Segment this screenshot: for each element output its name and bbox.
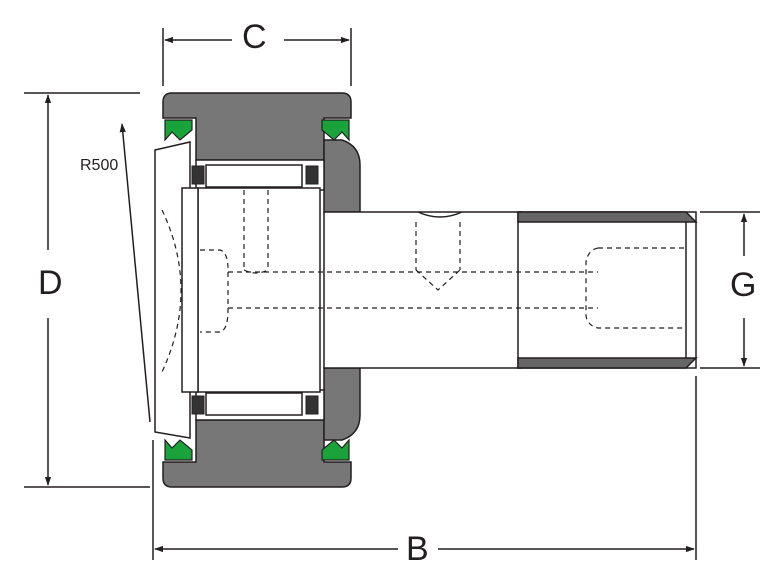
dimension-g-label: G (726, 268, 761, 302)
head-washer (154, 141, 199, 439)
hidden-lines (161, 190, 686, 373)
dimension-d-label: D (34, 266, 67, 300)
needle-cage (195, 159, 325, 421)
dimension-c-label: C (238, 20, 271, 54)
dimension-b-label: B (402, 532, 433, 566)
outer-ring (162, 92, 361, 488)
threaded-section (517, 211, 698, 369)
radius-r500-label: R500 (80, 157, 119, 174)
stud-shaft (323, 211, 523, 369)
dimension-lines (24, 28, 760, 560)
cage-blocks (191, 165, 319, 415)
seals (164, 119, 350, 461)
